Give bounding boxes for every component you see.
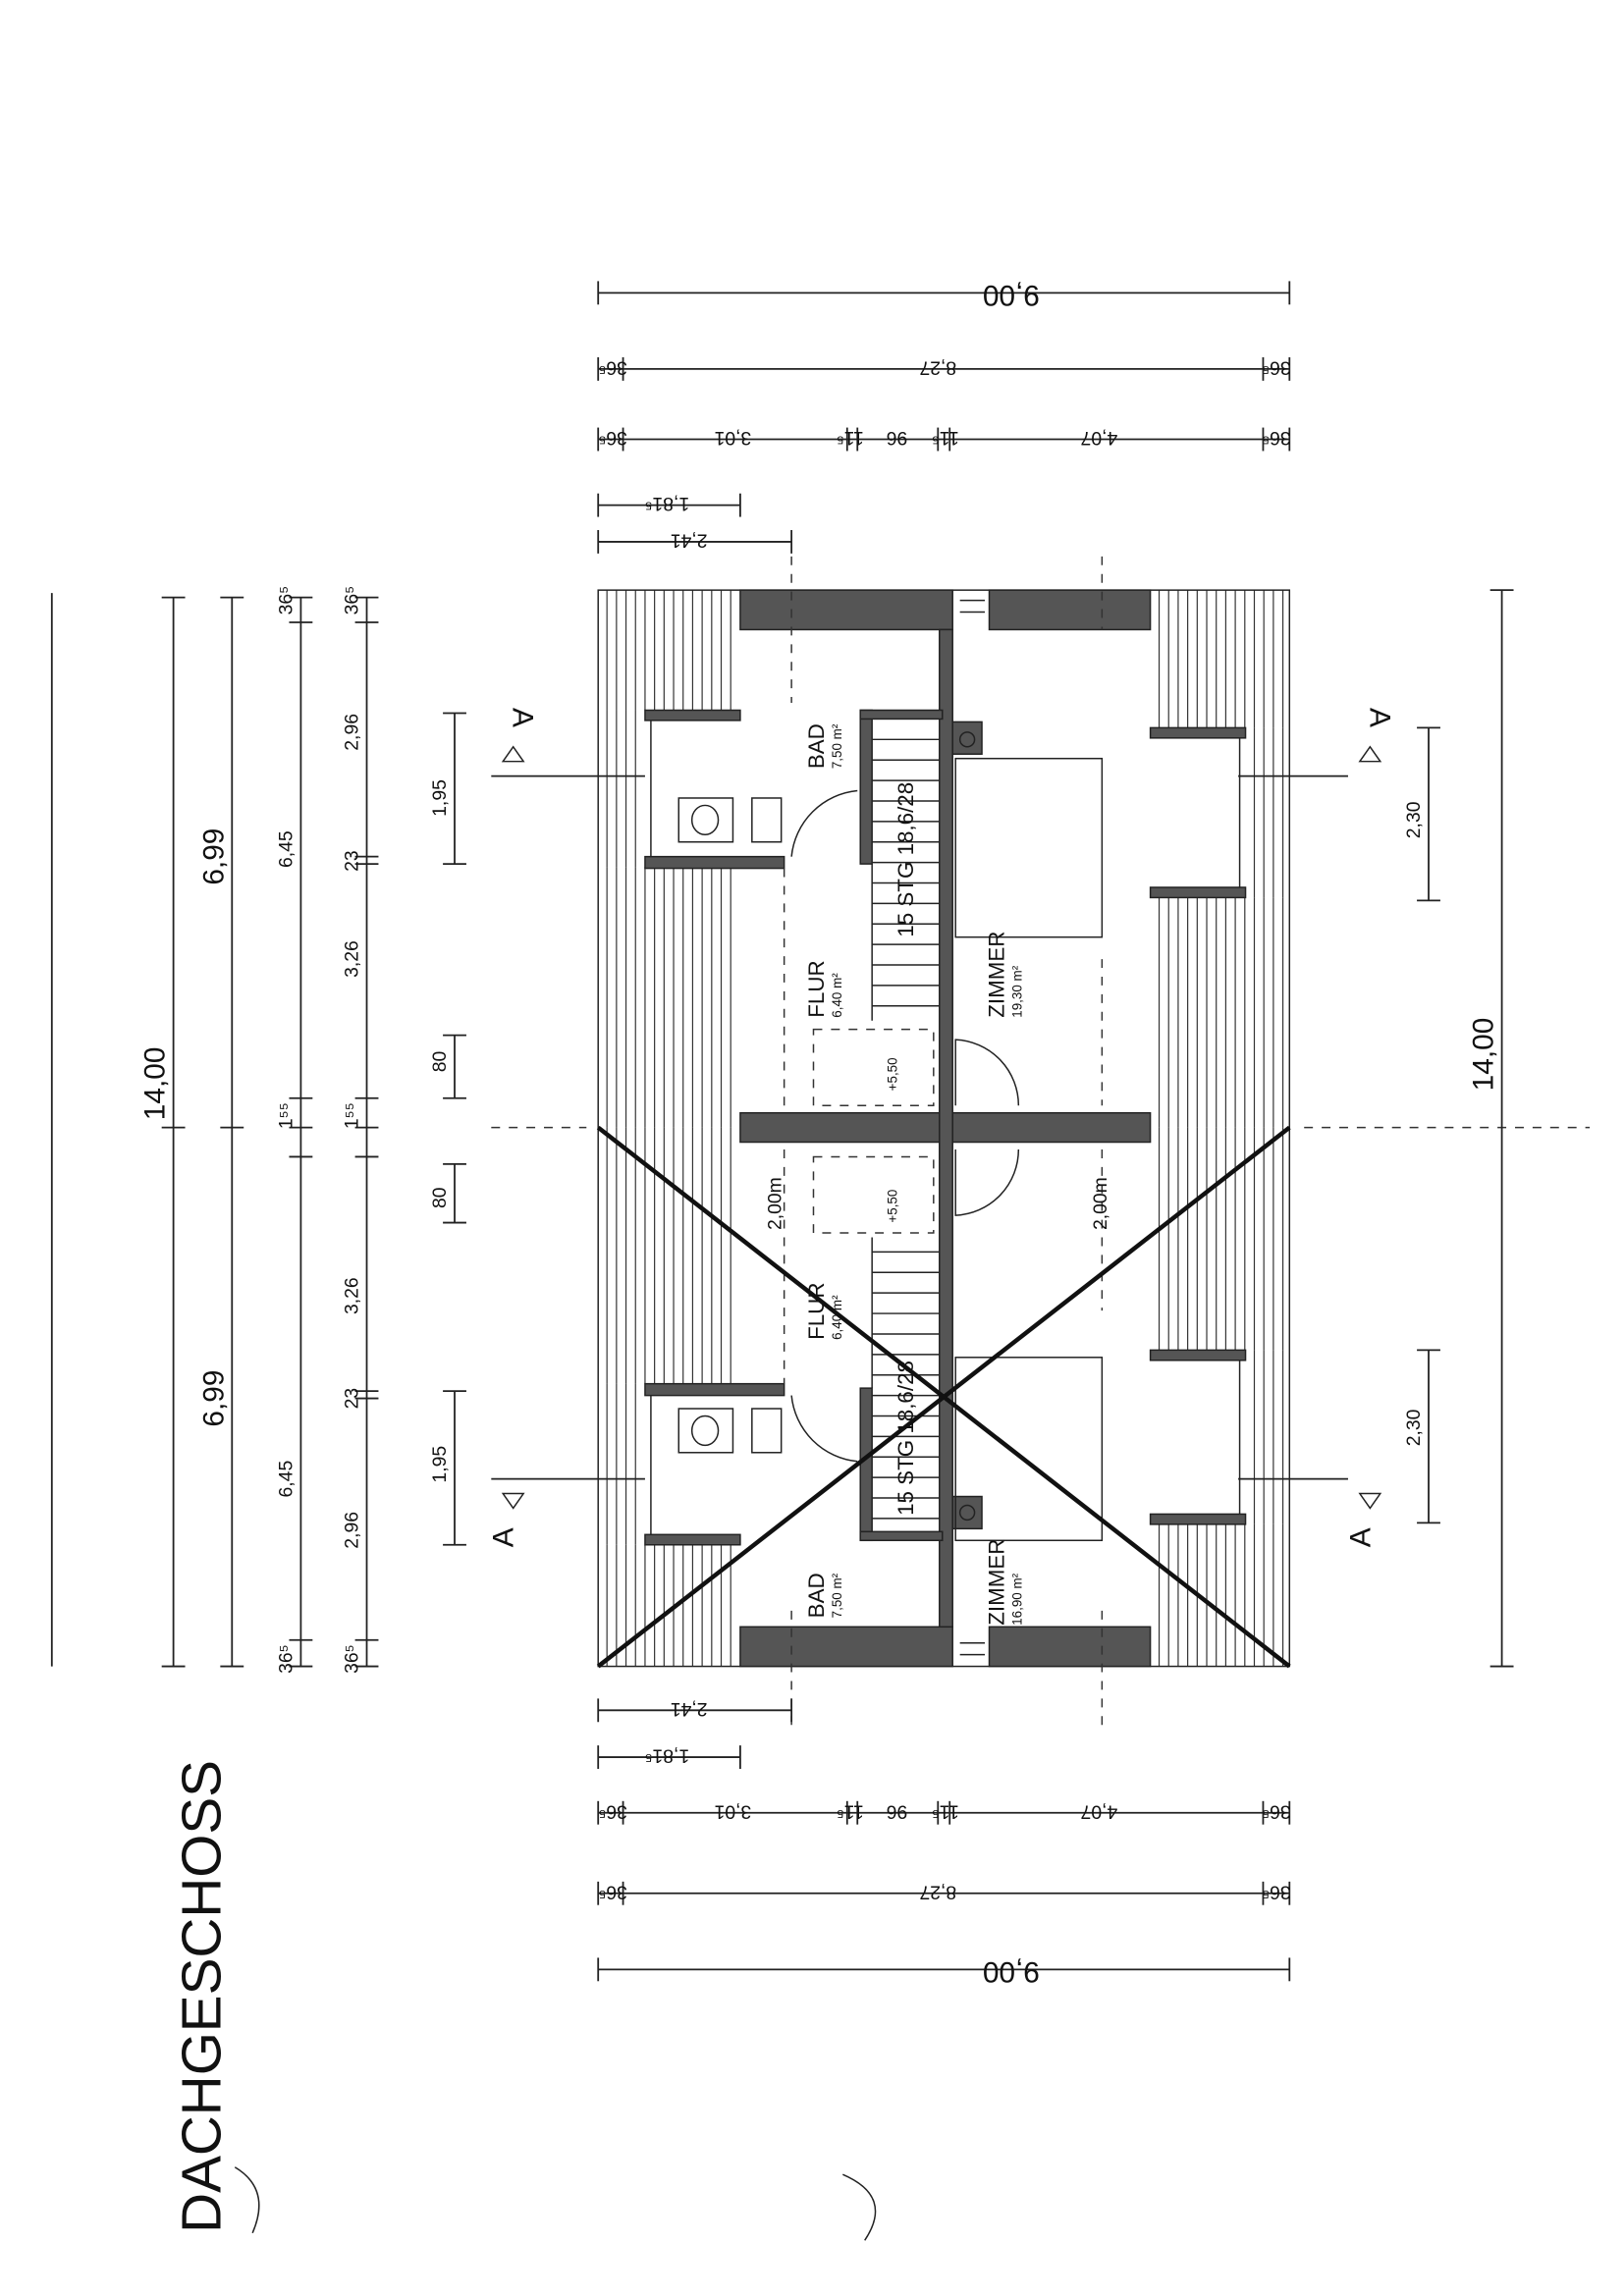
dimension-label: 6,99 [197,828,230,885]
stair-label-bottom: 15 STG 18,6/28 [893,1361,918,1516]
room-name-bad-bottom: BAD [804,1573,829,1618]
dimension-label: 1⁵⁵ [275,1102,297,1129]
dimension-label: 1,81⁵ [644,493,689,514]
dimension-label: 80 [429,1187,451,1208]
dimension-label: 3,01 [715,427,752,449]
room-name-zimmer-bottom: ZIMMER [984,1539,1008,1626]
bathroom-fixtures [677,731,976,1522]
walls [644,589,1247,1668]
staircases [871,738,940,1520]
ceiling-height-left: 2,00m [765,1177,786,1230]
section-marker-label: A [1344,1527,1377,1547]
dimension-label: 36⁵ [1262,1881,1291,1902]
handwritten-mark [842,2173,877,2241]
dimension-label: 23 [342,1388,363,1410]
room-name-flur-top: FLUR [804,960,829,1017]
dimension-label: 4,07 [1081,427,1118,449]
dimension-label: 36⁵ [1262,427,1291,449]
room-area-flur-bottom: 6,40 m² [830,1295,844,1340]
handwritten-mark [234,2166,260,2234]
section-arrow-icon [1358,745,1382,763]
room-name-bad-top: BAD [804,723,829,769]
section-arrow-icon [501,1492,525,1510]
dimension-label: 96 [887,427,908,449]
dimension-label: 36⁵ [1262,1800,1291,1822]
dimension-label: 96 [887,1800,908,1822]
level-label-bottom: +5,50 [886,1190,900,1223]
room-area-zimmer-top: 19,30 m² [1009,965,1024,1017]
dimension-label: 36⁵ [342,586,363,615]
dimension-label: 14,00 [1468,1018,1500,1092]
dimension-label: 8,27 [919,356,956,378]
dimension-label: 11⁵ [837,427,864,449]
dimension-label: 36⁵ [598,1881,627,1902]
dimension-label: 36⁵ [598,427,627,449]
dimension-label: 36⁵ [342,1644,363,1674]
section-marker-label: A [1363,708,1395,727]
room-area-flur-top: 6,40 m² [830,973,844,1018]
room-area-bad-top: 7,50 m² [830,723,844,769]
dimension-label: 2,96 [342,1512,363,1549]
dimension-label: 6,45 [275,830,297,868]
dimension-label: 80 [429,1050,451,1072]
room-area-zimmer-bottom: 16,90 m² [1009,1573,1024,1625]
dimension-label: 2,41 [671,1698,708,1720]
section-marker-label: A [488,1527,520,1547]
beds [954,757,1104,1542]
dimension-label: 2,30 [1403,1409,1425,1446]
dimension-label: 2,41 [671,529,708,551]
dimension-label: 23 [342,850,363,872]
dormer-windows [650,599,1241,1656]
dimension-label: 11⁵ [932,1800,959,1822]
room-name-zimmer-top: ZIMMER [984,932,1008,1018]
dimension-lines: 9,00 36⁵ 8,27 36⁵ 36⁵ 3,01 11⁵ 96 11⁵ 4,07 36⁵ 1,81… [50,279,1514,1988]
roof-hatching [606,590,1284,1667]
dimension-label: 9,00 [983,1955,1040,1988]
dimension-label: 14,00 [139,1047,172,1121]
dimension-label: 9,00 [983,279,1040,311]
dimension-label: 36⁵ [1262,356,1291,378]
section-arrow-icon [501,745,525,763]
dimension-label: 1,95 [429,1446,451,1483]
dimension-label: 6,99 [197,1370,230,1427]
dimension-label: 36⁵ [275,586,297,615]
dimension-label: 36⁵ [598,356,627,378]
dimension-label: 36⁵ [598,1800,627,1822]
dimension-label: 36⁵ [275,1644,297,1674]
dimension-label: 3,26 [342,940,363,978]
dimension-label: 6,45 [275,1461,297,1498]
dimension-label: 1,81⁵ [644,1745,689,1767]
dimension-label: 1⁵⁵ [342,1102,363,1129]
ceiling-height-right: 2,00m [1090,1177,1111,1230]
cross-out-mark [596,1125,1291,1669]
dimension-label: 11⁵ [837,1800,864,1822]
section-marker-label: A [507,708,539,727]
dimension-label: 1,95 [429,779,451,817]
room-name-flur-bottom: FLUR [804,1283,829,1340]
dimension-label: 11⁵ [932,427,959,449]
stair-label-top: 15 STG 18,6/28 [893,782,918,937]
dimension-label: 8,27 [919,1881,956,1902]
dimension-label: 2,96 [342,714,363,751]
dimension-label: 3,01 [715,1800,752,1822]
room-area-bad-bottom: 7,50 m² [830,1573,844,1618]
doors [491,556,1591,1729]
dimension-label: 4,07 [1081,1800,1118,1822]
section-arrow-icon [1358,1492,1382,1510]
dimension-label: 2,30 [1403,801,1425,838]
drawing-title: DACHGESCHOSS [171,1760,233,2233]
level-label-top: +5,50 [886,1057,900,1091]
dimension-label: 3,26 [342,1277,363,1314]
